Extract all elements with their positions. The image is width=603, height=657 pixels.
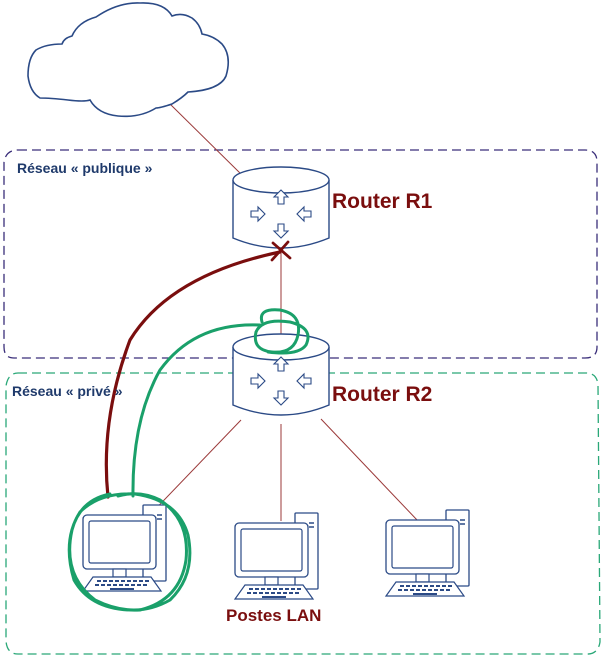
blocked-path-arrow xyxy=(104,250,282,499)
router-arrow-icon xyxy=(272,390,290,406)
internet-cloud-icon xyxy=(27,2,230,118)
link-r2-host3 xyxy=(320,418,419,522)
blocked-x-mark-icon xyxy=(270,240,292,262)
router-r2-label: Router R2 xyxy=(332,383,433,406)
lan-host-1-icon xyxy=(81,504,167,592)
link-cloud-r1 xyxy=(169,103,244,177)
router-arrow-icon xyxy=(296,372,312,390)
router-arrow-icon xyxy=(272,223,290,239)
public-zone-boundary xyxy=(3,149,598,359)
lan-host-3-icon xyxy=(384,509,470,597)
router-arrow-icon xyxy=(250,205,266,223)
router-arrow-icon xyxy=(272,189,290,205)
router-arrow-icon xyxy=(272,356,290,372)
public-zone-label: Réseau « publique » xyxy=(17,160,153,176)
router-r1-icon xyxy=(232,166,330,249)
private-zone-boundary xyxy=(5,372,601,655)
router-r2-icon xyxy=(232,333,330,416)
allowed-path-scribble xyxy=(67,308,310,612)
router-arrow-icon xyxy=(250,372,266,390)
router-arrow-icon xyxy=(296,205,312,223)
lan-host-2-icon xyxy=(233,512,319,600)
lan-hosts-label: Postes LAN xyxy=(226,606,322,625)
router-r1-label: Router R1 xyxy=(332,190,433,213)
private-zone-label: Réseau « privé » xyxy=(12,383,123,399)
